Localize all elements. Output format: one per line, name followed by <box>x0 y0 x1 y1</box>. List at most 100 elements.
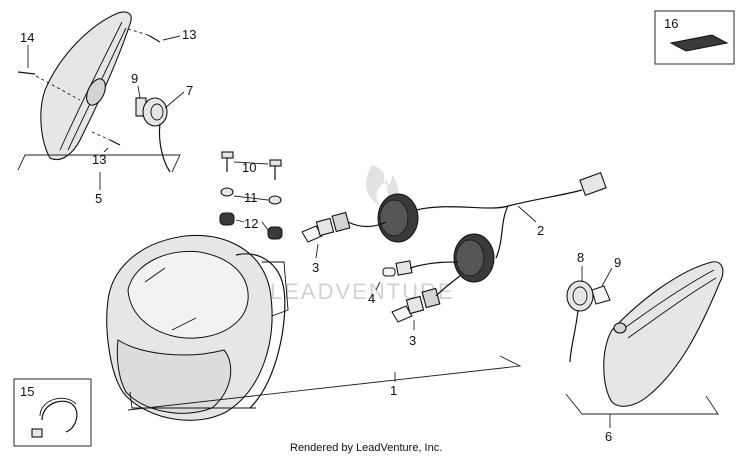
part-7-wire <box>158 123 171 173</box>
part-6-bracket <box>565 393 719 415</box>
part-2-cap-lower-inner <box>455 239 485 277</box>
part-15-frame <box>13 378 92 447</box>
part-13-screw-top <box>147 34 161 43</box>
part-16-group: 16 <box>654 10 735 65</box>
callout-15: 15 <box>20 384 34 399</box>
part-6-lamp-window <box>613 322 627 334</box>
part-2-wire-upper-socket <box>347 221 387 228</box>
part-15-clamp-inner <box>39 397 77 417</box>
callout-4: 4 <box>368 291 375 306</box>
part-6-group: 6 <box>565 261 724 444</box>
callout-12: 12 <box>244 216 258 231</box>
part-8-socket-inner <box>572 286 588 306</box>
callout-13-top: 13 <box>182 27 196 42</box>
leader-13-bottom <box>103 147 109 153</box>
callout-11: 11 <box>244 190 258 205</box>
part-11-washer-left <box>220 187 234 197</box>
fasteners-group: 10 11 12 <box>219 151 283 240</box>
part-9-bulb-right <box>591 285 611 305</box>
leader-13-bottom-dash <box>91 131 111 141</box>
part-2-wire-small-bulb <box>409 261 459 269</box>
part-13-screw-bottom <box>109 139 121 146</box>
callout-1: 1 <box>390 383 397 398</box>
leader-7 <box>164 91 185 109</box>
part-8-wire <box>569 309 579 363</box>
part-4-bulb-glass <box>382 267 396 277</box>
part-2-cap-upper-inner <box>379 199 409 237</box>
callout-2: 2 <box>537 223 544 238</box>
part-5-lamp-window <box>86 78 106 106</box>
part-7-socket-left <box>142 97 168 127</box>
part-15-clamp <box>41 400 78 433</box>
part-16-frame <box>654 10 735 65</box>
part-2-wire-lower-socket <box>435 275 461 297</box>
watermark-text: LEADVENTURE <box>270 279 455 304</box>
part-8-9-right-group: 8 9 <box>566 250 621 363</box>
leader-9-left <box>137 85 141 99</box>
part-14-group: 14 <box>17 30 81 101</box>
part-6-cover-ridge <box>621 269 715 331</box>
part-3-socket-lower <box>421 287 441 309</box>
part-1-group: 1 <box>106 234 522 421</box>
callout-13-bottom: 13 <box>92 152 106 167</box>
part-10-screw-head-left <box>221 151 234 159</box>
part-4-bulb-base <box>395 260 413 276</box>
callout-9-left: 9 <box>131 71 138 86</box>
part-6-cover-ridge2 <box>627 277 717 339</box>
part-12-grommet-right <box>267 226 283 240</box>
part-12-grommet-left <box>219 212 235 226</box>
part-2-group: 2 <box>347 172 607 297</box>
leader-10 <box>233 161 269 165</box>
part-3-bulb-upper-glass <box>301 225 323 243</box>
callout-3-upper: 3 <box>312 260 319 275</box>
part-7-9-left-group: 9 7 <box>131 71 193 173</box>
leader-12-right <box>261 221 269 231</box>
part-3-bulb-lower-glass <box>391 305 413 323</box>
callout-7: 7 <box>186 83 193 98</box>
part-1-lens-glint2 <box>171 317 197 331</box>
part-7-socket-inner <box>150 103 164 121</box>
part-11-washer-right <box>268 195 282 205</box>
part-14-screw <box>17 71 36 75</box>
leader-13-top <box>162 35 181 41</box>
leader-12-left <box>235 219 245 223</box>
callout-10: 10 <box>242 160 256 175</box>
leader-2 <box>517 205 537 223</box>
callout-6: 6 <box>605 429 612 444</box>
leader-11 <box>233 195 269 201</box>
leader-4 <box>375 281 381 291</box>
leader-3-upper <box>315 243 319 259</box>
callout-9-right: 9 <box>614 255 621 270</box>
callout-14: 14 <box>20 30 34 45</box>
part-6-cover <box>603 261 724 407</box>
part-1-base-line <box>129 391 256 409</box>
part-1-bracket <box>127 355 522 411</box>
part-3-bulb-upper-base <box>315 217 335 237</box>
part-2-wire-main <box>415 189 583 211</box>
part-2-wire-branch <box>495 205 509 259</box>
part-1-mount-tab <box>262 261 289 317</box>
part-13-group: 13 13 <box>91 27 196 167</box>
callout-8: 8 <box>577 250 584 265</box>
part-8-socket-right <box>566 280 594 312</box>
leader-14-dash <box>35 75 81 101</box>
part-3-bulb-lower-base <box>405 295 425 315</box>
part-3-socket-upper <box>331 211 351 233</box>
part-1-lens-glint1 <box>144 267 166 283</box>
callout-3-lower: 3 <box>409 333 416 348</box>
part-5-bracket <box>17 154 181 173</box>
part-2-connector <box>579 172 607 196</box>
part-5-group: 5 <box>17 11 181 206</box>
part-4-group: 4 <box>368 260 413 306</box>
part-15-group: 15 <box>13 378 92 447</box>
part-1-housing-side <box>235 253 286 409</box>
part-15-clip <box>31 428 43 438</box>
watermark: LEADVENTURE <box>270 165 455 304</box>
part-3-group: 3 3 <box>301 211 441 348</box>
part-16-pad <box>669 34 729 52</box>
part-10-screw-head-right <box>269 159 282 167</box>
callout-5: 5 <box>95 191 102 206</box>
leader-13-top-dash <box>127 28 149 36</box>
credit-text: Rendered by LeadVenture, Inc. <box>290 442 442 454</box>
